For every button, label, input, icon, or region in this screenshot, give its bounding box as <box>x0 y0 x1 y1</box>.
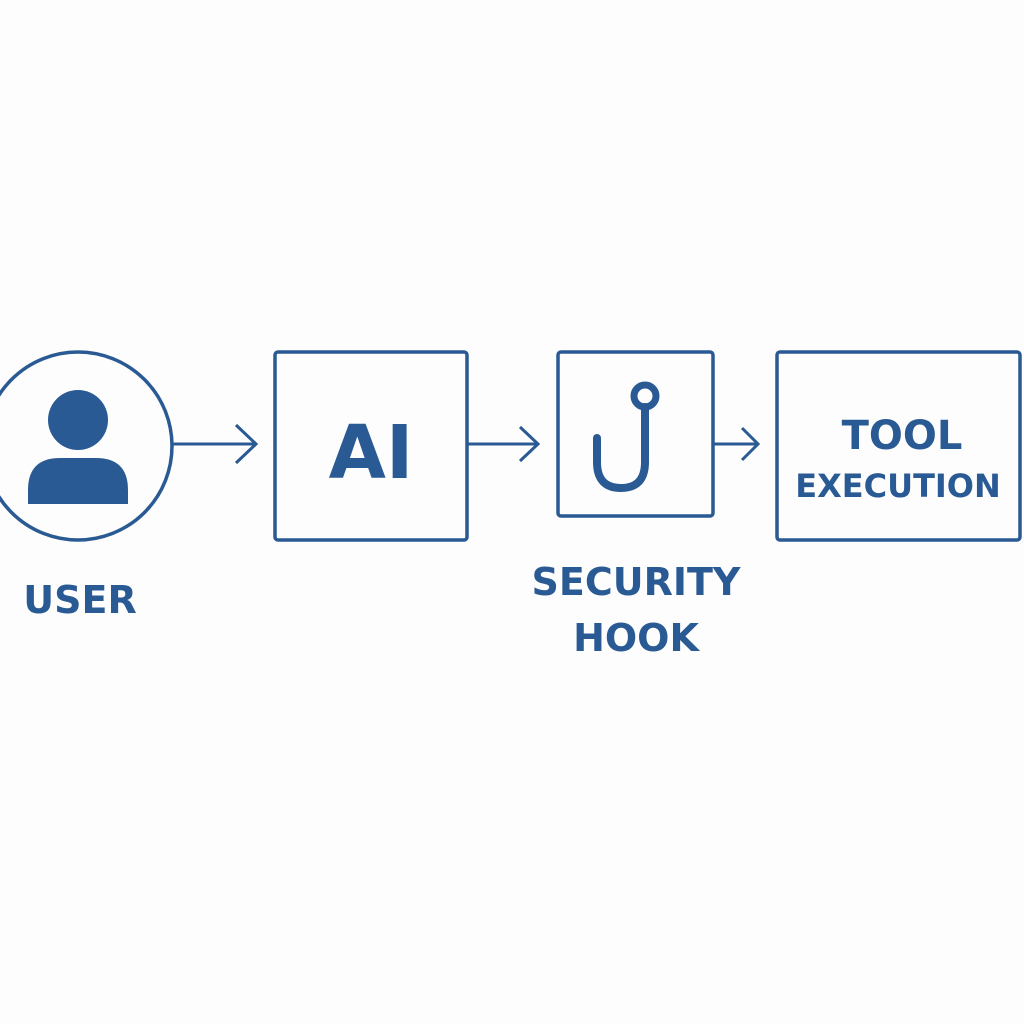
user-node-circle <box>0 350 174 542</box>
security-hook-label-line1: SECURITY <box>532 560 741 604</box>
arrow-hook-to-tool <box>713 426 761 462</box>
ai-node: AI <box>273 350 469 542</box>
user-label: USER <box>23 578 136 622</box>
tool-execution-label-line1: TOOL <box>842 413 963 459</box>
security-hook-node-box <box>556 350 715 518</box>
tool-execution-node-box <box>775 350 1022 542</box>
user-node: USER <box>0 350 174 622</box>
security-hook-label-line2: HOOK <box>573 616 700 660</box>
user-icon <box>28 390 128 504</box>
tool-execution-node: TOOL EXECUTION <box>775 350 1022 542</box>
security-hook-node: SECURITY HOOK <box>532 350 741 660</box>
tool-execution-label-line2: EXECUTION <box>795 467 1001 505</box>
arrow-user-to-ai <box>173 423 259 465</box>
fishing-hook-icon <box>593 381 660 493</box>
arrow-ai-to-hook <box>467 425 541 463</box>
ai-label: AI <box>329 410 414 496</box>
ai-node-box <box>273 350 469 542</box>
